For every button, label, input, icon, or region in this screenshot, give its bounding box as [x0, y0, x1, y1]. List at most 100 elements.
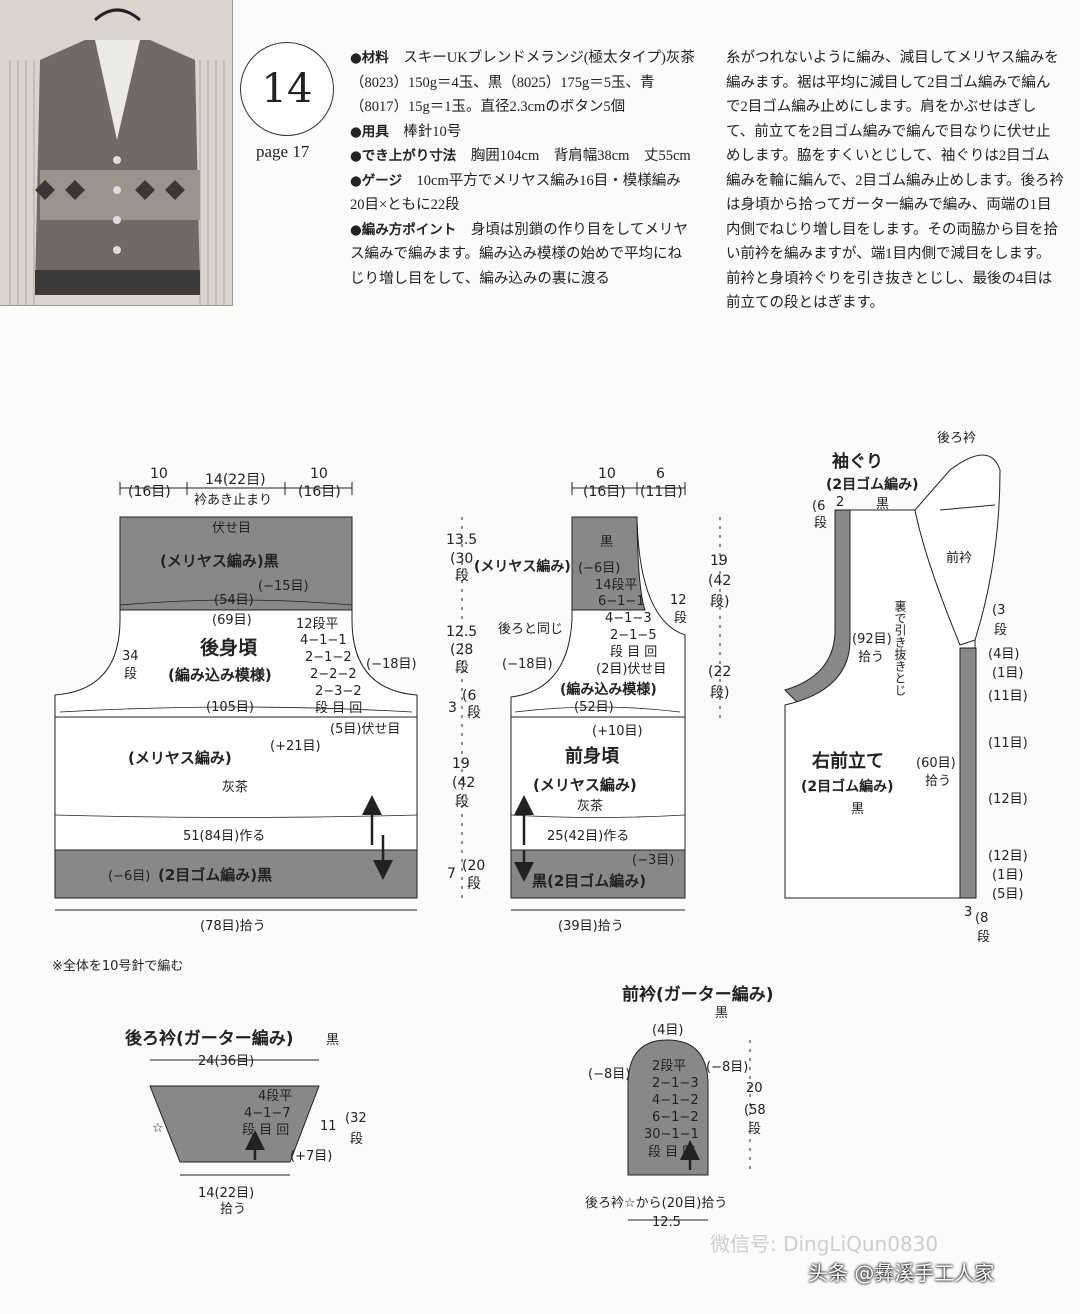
back-minus6: (−6目) — [108, 869, 150, 884]
back-minus18: (−18目) — [366, 657, 417, 672]
page-reference: page 17 — [256, 142, 310, 161]
front-rib: 黒(2目ゴム編み) — [532, 872, 646, 890]
placket-pick60b: 拾う — [925, 774, 951, 789]
armhole-pick92b: 拾う — [858, 650, 884, 665]
armhole-three-b: 段 — [994, 623, 1007, 638]
front-collar-color: 黒 — [715, 1006, 728, 1021]
front-collar-side-b: (58 — [744, 1103, 766, 1118]
back-side-34b: 段 — [124, 667, 137, 682]
back-dec-1: 12段平 — [296, 617, 339, 632]
armhole-placket-diagram: 袖ぐり (2目ゴム編み) 黒 (6 段 2 (92目) 拾う 後ろ衿 前衿 裏で… — [784, 431, 1028, 945]
placket-title: 右前立て — [812, 750, 884, 772]
placket-color: 黒 — [851, 802, 864, 817]
rvdim-5: 段) — [710, 685, 729, 701]
back-minus15: (−15目) — [258, 579, 309, 594]
back-collar-side-b: (32 — [345, 1111, 367, 1126]
back-collar-inc-3: 段 目 回 — [242, 1123, 289, 1138]
placket-mark-3: (11目) — [988, 689, 1028, 704]
size-label: ●でき上がり寸法 — [350, 148, 457, 164]
front-top-dim-2: (16目) — [583, 484, 626, 500]
back-bind-off: 伏せ目 — [212, 521, 251, 536]
placket-mark-2: (1目) — [992, 666, 1023, 681]
gauge-text: 10cm平方でメリヤス編み16目・模様編み20目×ともに22段 — [350, 172, 681, 214]
front-dec-2: 6−1−1 — [598, 594, 645, 609]
vdim-13: 7 — [447, 866, 456, 882]
placket-mark-5: (12目) — [988, 792, 1028, 807]
back-title: 後身頃 — [200, 636, 258, 659]
vdim-10: 19 — [452, 756, 470, 772]
watermark: 头条 @彝溪手工人家 — [808, 1261, 995, 1285]
front-collar-pick: 後ろ衿☆から(20目)拾う — [585, 1196, 727, 1211]
front-collar-dec-2: 2−1−3 — [652, 1076, 699, 1091]
front-collar-dec-1: 2段平 — [652, 1059, 686, 1074]
back-top-dim-3: 14(22目) — [205, 472, 266, 488]
front-collar-side: 20 — [746, 1081, 763, 1096]
placket-mark-4: (11目) — [988, 736, 1028, 751]
front-pattern: (編み込み模様) — [560, 681, 657, 698]
back-lower-color: 灰茶 — [222, 779, 248, 795]
front-s52: (52目) — [574, 700, 614, 715]
back-dec-6: 段 目 回 — [315, 701, 362, 716]
product-photo — [0, 0, 233, 306]
pattern-number: 14 — [240, 42, 334, 136]
front-dec-5: 段 目 回 — [610, 645, 657, 660]
faint-watermark: 微信号: DingLiQun0830 — [710, 1232, 939, 1256]
photo-illustration — [0, 0, 232, 305]
back-top-dim-5: (16目) — [298, 484, 341, 500]
vdim-8: (6 — [462, 688, 476, 704]
front-lower-color: 灰茶 — [577, 798, 603, 814]
back-bind5: (5目)伏せ目 — [330, 722, 400, 737]
description-text: 糸がつれないように編み、減目してメリヤス編みを編みます。裾は平均に減目して2目ゴ… — [726, 50, 1064, 311]
back-top-dim-4: 10 — [310, 466, 328, 482]
back-body-diagram: 10 (16目) 14(22目) 10 (16目) 衿あき止まり 伏せ目 (メリ… — [54, 466, 418, 934]
back-collar-diagram: 後ろ衿(ガーター編み) 黒 24(36目) 4段平 4−1−7 段 目 回 11… — [125, 1028, 367, 1217]
front-collar-dec-6: 段 目 回 — [648, 1145, 695, 1160]
front-body-diagram: 10 (16目) 6 (11目) 黒 (メリヤス編み) (−6目) 14段平 6… — [474, 466, 687, 934]
front-dec-3: 4−1−3 — [605, 611, 652, 626]
front-pick: (39目)拾う — [558, 919, 624, 934]
rvdim-1: 19 — [710, 553, 728, 569]
placket-bottom8: (8 — [975, 911, 988, 926]
front-minus3: (−3目) — [632, 853, 674, 868]
front-same-back: 後ろと同じ — [498, 622, 563, 637]
front-collar-minus8a: (−8目) — [588, 1067, 630, 1082]
back-dec-2: 4−1−1 — [300, 633, 347, 648]
back-collar-star: ☆ — [152, 1121, 164, 1136]
rvdim-3: 段) — [710, 594, 729, 610]
front-top-dim-3: 6 — [656, 466, 665, 482]
front-minus18: (−18目) — [502, 657, 553, 672]
back-dec-4: 2−2−2 — [310, 667, 357, 682]
armhole-two: 2 — [836, 495, 844, 510]
front-collar-title: 前衿(ガーター編み) — [622, 984, 774, 1005]
front-dec-4: 2−1−5 — [610, 628, 657, 643]
vertical-dimensions: 13.5 (30 段 12.5 (28 段 3 (6 段 19 (42 段 7 … — [446, 517, 731, 900]
placket-mark-6: (12目) — [988, 849, 1028, 864]
back-top-dim-2: (16目) — [128, 484, 171, 500]
back-s69: (69目) — [212, 613, 252, 628]
placket-mark-1: (4目) — [988, 647, 1019, 662]
front-twelve-b: 段 — [674, 611, 687, 626]
front-collar-dec-3: 4−1−2 — [652, 1093, 699, 1108]
placket-sub: (2目ゴム編み) — [801, 778, 894, 795]
vdim-9: 段 — [467, 705, 481, 721]
back-collar-bottom: 14(22目) — [198, 1186, 254, 1201]
back-make: 51(84目)作る — [183, 829, 265, 844]
front-collar-dec-4: 6−1−2 — [652, 1110, 699, 1125]
placket-mark-7: (1目) — [992, 868, 1023, 883]
point-label: ●編み方ポイント — [350, 221, 457, 238]
front-collar-minus8b: (−8目) — [706, 1060, 748, 1075]
placket-pick60: (60目) — [916, 756, 956, 771]
back-s105: (105目) — [206, 700, 254, 715]
note: ※全体を10号針で編む — [52, 958, 183, 974]
armhole-three: (3 — [992, 603, 1005, 618]
armhole-six-b: 段 — [814, 516, 827, 531]
back-collar-bottom-b: 拾う — [220, 1202, 246, 1217]
vdim-6: 段 — [455, 660, 469, 676]
back-s54: (54目) — [214, 593, 254, 608]
front-dec-1: 14段平 — [595, 578, 638, 593]
back-rib: (2目ゴム編み)黒 — [158, 866, 272, 884]
armhole-six: (6 — [812, 499, 825, 514]
front-collar-diagram: 前衿(ガーター編み) 黒 (4目) (−8目) (−8目) 2段平 2−1−3 … — [585, 984, 774, 1230]
back-pick: (78目)拾う — [200, 919, 266, 934]
back-top-dim-1: 10 — [150, 466, 168, 482]
